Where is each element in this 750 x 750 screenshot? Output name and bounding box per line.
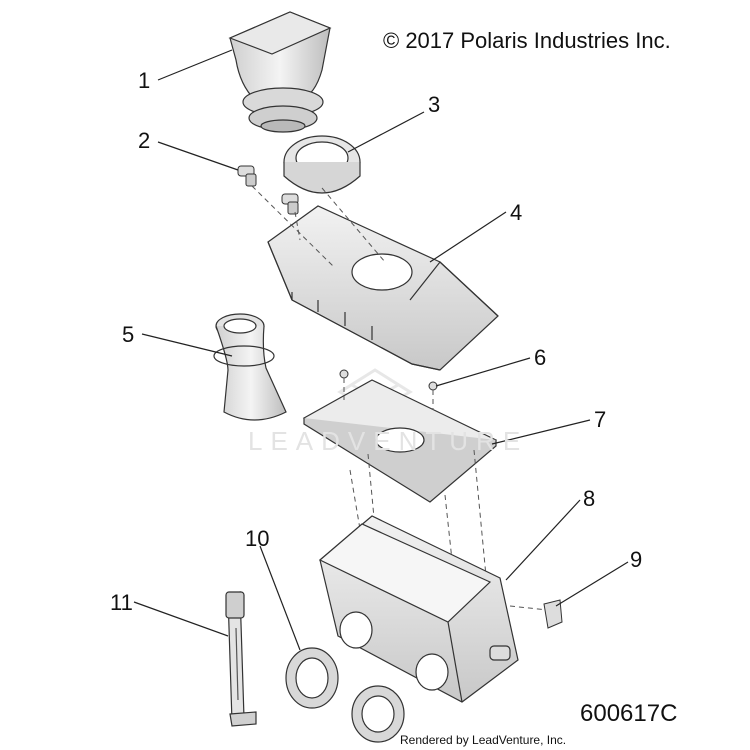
- callout-4: 4: [510, 200, 523, 225]
- part-8-airbox-base: [318, 515, 519, 703]
- callout-5: 5: [122, 322, 135, 347]
- callout-3: 3: [428, 92, 441, 117]
- callout-1: 1: [138, 68, 151, 93]
- part-11-strap: [225, 591, 257, 727]
- part-3-grommet: [283, 135, 361, 194]
- part-1-intake-boot: [228, 11, 332, 133]
- part-10-grommets: [285, 647, 405, 743]
- leader-lines: [133, 49, 629, 651]
- callout-8: 8: [583, 486, 596, 511]
- part-9-clip: [543, 599, 563, 629]
- part-7-plate: [302, 379, 498, 503]
- part-2-fittings: [237, 165, 299, 215]
- callout-6: 6: [534, 345, 547, 370]
- callout-10: 10: [245, 526, 270, 551]
- callout-7: 7: [594, 407, 607, 432]
- diagram-id: 600617C: [580, 700, 678, 727]
- copyright-notice: © 2017 Polaris Industries Inc.: [383, 28, 671, 53]
- callout-2: 2: [138, 128, 151, 153]
- part-4-airbox-cover: [267, 205, 499, 371]
- callout-11: 11: [110, 590, 133, 615]
- watermark-text: LEADVENTURE: [248, 426, 529, 456]
- part-5-velocity-stack: [213, 313, 287, 421]
- rendered-by-credit: Rendered by LeadVenture, Inc.: [400, 733, 567, 747]
- callout-9: 9: [630, 547, 643, 572]
